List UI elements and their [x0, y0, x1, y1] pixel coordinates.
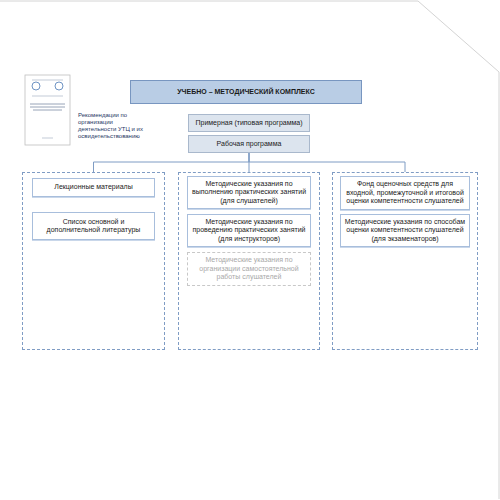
- material-box: Методические указания по выполнению прак…: [187, 176, 311, 209]
- thumbnail-line: [30, 107, 65, 108]
- node-text: Фонд оценочных средств для входной, пром…: [341, 180, 469, 206]
- program-box: Примерная (типовая программа): [188, 114, 310, 132]
- node-text: Методические указания по способам оценки…: [341, 218, 469, 244]
- group-frame: Фонд оценочных средств для входной, пром…: [332, 172, 478, 350]
- optional-box: Методические указания по организации сам…: [187, 252, 311, 286]
- node-text: Рабочая программа: [214, 140, 285, 149]
- document-thumbnail: [25, 75, 70, 145]
- thumbnail-line: [42, 138, 53, 139]
- group-frame: Лекционные материалыСписок основной и до…: [22, 172, 165, 350]
- node-text: Методические указания по проведению прак…: [188, 218, 310, 244]
- node-text: УЧЕБНО – МЕТОДИЧЕСКИЙ КОМПЛЕКС: [174, 88, 318, 97]
- material-box: Список основной и дополнительной литерат…: [32, 212, 155, 240]
- node-text: Методические указания по организации сам…: [188, 256, 310, 282]
- group-frame: Методические указания по выполнению прак…: [178, 172, 320, 350]
- material-box: Методические указания по проведению прак…: [187, 214, 311, 247]
- thumbnail-line: [33, 110, 62, 111]
- thumbnail-page: [25, 75, 70, 145]
- thumbnail-line: [32, 80, 63, 81]
- material-box: Лекционные материалы: [32, 178, 155, 197]
- material-box: Методические указания по способам оценки…: [340, 214, 470, 247]
- node-text: Методические указания по выполнению прак…: [188, 180, 310, 206]
- thumbnail-logo: [55, 82, 63, 90]
- node-text: Список основной и дополнительной литерат…: [33, 218, 154, 235]
- document-label: Рекомендации по организации деятельности…: [78, 112, 148, 140]
- thumbnail-line: [30, 104, 65, 105]
- connector-line: [249, 153, 405, 172]
- connector-line: [249, 153, 250, 172]
- node-text: Лекционные материалы: [51, 183, 135, 192]
- node-text: Примерная (типовая программа): [192, 119, 305, 128]
- material-box: Фонд оценочных средств для входной, пром…: [340, 176, 470, 210]
- connector-line: [94, 153, 250, 172]
- title-box: УЧЕБНО – МЕТОДИЧЕСКИЙ КОМПЛЕКС: [130, 80, 362, 104]
- thumbnail-logo: [32, 82, 40, 90]
- program-box: Рабочая программа: [188, 135, 310, 153]
- thumbnail-line: [32, 96, 63, 97]
